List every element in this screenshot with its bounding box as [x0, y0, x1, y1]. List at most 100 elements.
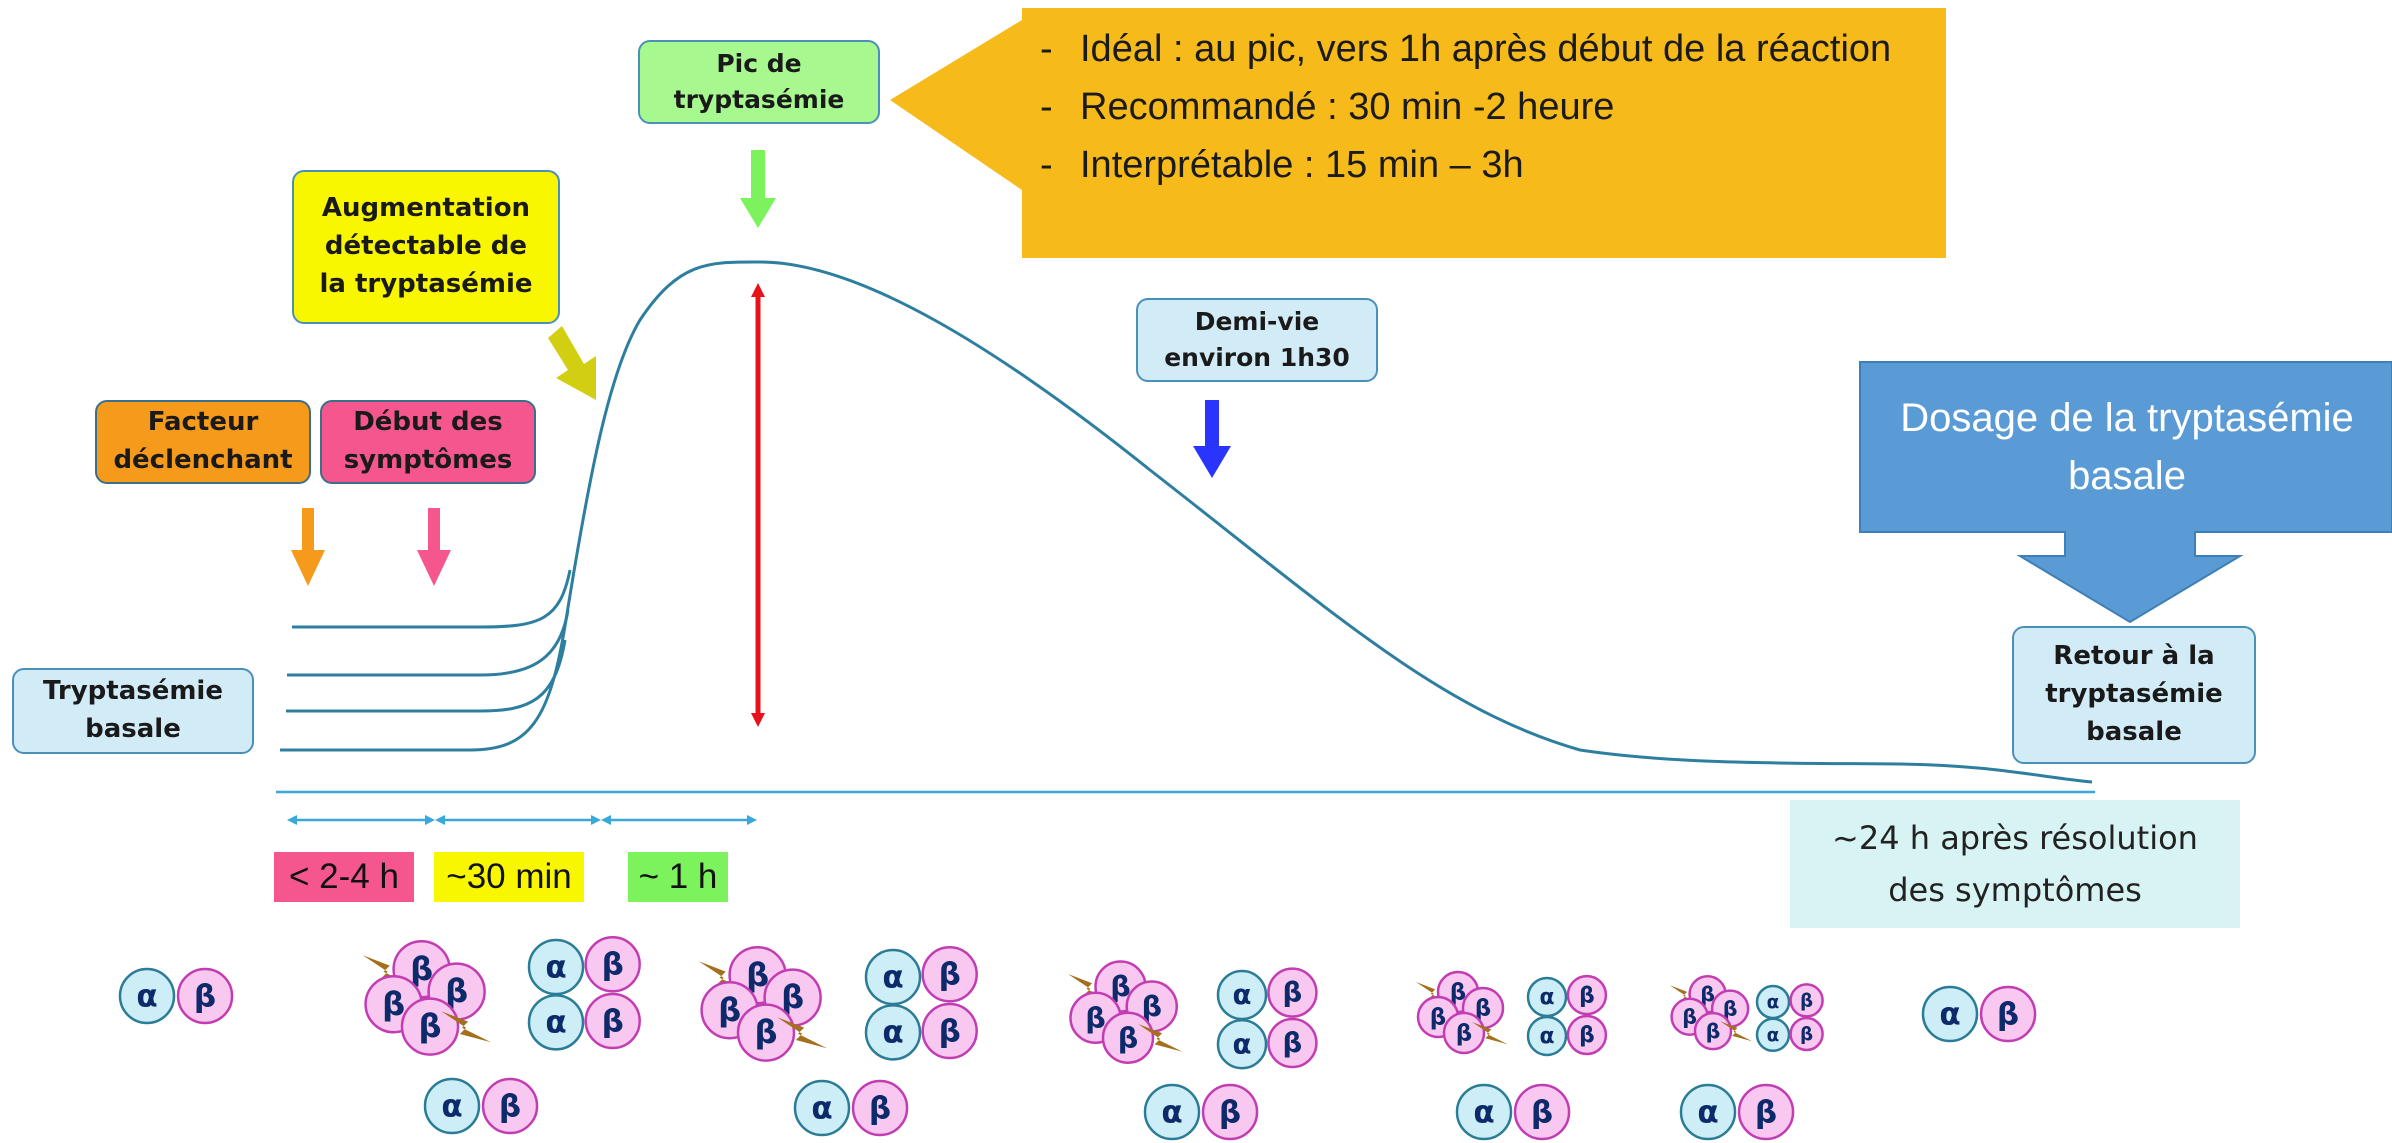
- svg-text:α: α: [1233, 978, 1252, 1011]
- svg-text:β: β: [746, 956, 769, 994]
- free-pair-7-alpha: α: [1921, 985, 1979, 1043]
- free-pair-4-beta: β: [1201, 1083, 1259, 1141]
- tetramer-1-a2: α: [527, 994, 585, 1051]
- free-pair-1-alpha: α: [118, 967, 176, 1025]
- demi-vie-box: Demi-vie environ 1h30: [1136, 298, 1378, 382]
- svg-text:α: α: [882, 1015, 903, 1051]
- svg-text:β: β: [1283, 976, 1303, 1009]
- after-line-2: des symptômes: [1888, 871, 2142, 909]
- debut-symptomes-box: Début des symptômes: [320, 400, 536, 484]
- svg-text:β: β: [499, 1088, 521, 1124]
- svg-text:β: β: [1706, 1019, 1721, 1043]
- free-pair-5-beta: β: [1513, 1083, 1571, 1141]
- svg-text:β: β: [781, 978, 804, 1016]
- svg-text:β: β: [1456, 1021, 1472, 1047]
- baseline-curve-1: [292, 569, 572, 629]
- tetramer-1-a1: α: [527, 938, 585, 996]
- free-pair-2-beta: β: [481, 1077, 539, 1135]
- svg-text:α: α: [1473, 1094, 1494, 1130]
- tetramer-1-b2: β: [584, 992, 641, 1050]
- tetramer-1-b1: β: [584, 936, 641, 993]
- svg-text:α: α: [1767, 992, 1780, 1013]
- callout-item-ideal: Idéal : au pic, vers 1h après début de l…: [1040, 20, 1940, 78]
- svg-text:β: β: [1531, 1094, 1553, 1130]
- svg-text:β: β: [602, 1003, 624, 1039]
- free-pair-1-beta: β: [176, 967, 234, 1025]
- svg-text:β: β: [1579, 1023, 1595, 1048]
- interval-label-3: ~ 1 h: [628, 852, 728, 902]
- dosage-basale-label: Dosage de la tryptasémie basale: [1862, 362, 2392, 532]
- svg-text:β: β: [1700, 982, 1715, 1006]
- svg-text:β: β: [1430, 1005, 1446, 1031]
- svg-text:β: β: [939, 957, 961, 993]
- callout-item-recommande: Recommandé : 30 min -2 heure: [1040, 78, 1940, 136]
- dosage-line-2: basale: [2068, 454, 2186, 498]
- svg-text:β: β: [1682, 1005, 1697, 1029]
- svg-text:β: β: [754, 1013, 777, 1051]
- cluster-5-bolt-1: [1669, 985, 1702, 1006]
- callout-item-interpretable: Interprétable : 15 min – 3h: [1040, 136, 1940, 194]
- svg-text:β: β: [418, 1007, 441, 1045]
- cluster-4-bolt-1: [1416, 982, 1452, 1005]
- svg-text:α: α: [1161, 1094, 1182, 1130]
- retour-basale-box: Retour à la tryptasémie basale: [2012, 626, 2256, 764]
- tetramer-3-a1: α: [1216, 969, 1268, 1021]
- svg-text:α: α: [1767, 1025, 1780, 1046]
- cluster-3-b4: β: [1101, 1011, 1155, 1064]
- cluster-1-bolt-1: [362, 955, 413, 987]
- tetramer-4-a1: α: [1526, 976, 1568, 1018]
- tetramer-3-a2: α: [1216, 1018, 1268, 1070]
- svg-text:α: α: [1233, 1027, 1252, 1060]
- interval-label-2: ~30 min: [434, 852, 584, 902]
- svg-text:β: β: [410, 950, 433, 988]
- svg-text:α: α: [136, 978, 157, 1014]
- svg-text:α: α: [545, 949, 566, 985]
- facteur-declenchant-box: Facteur déclenchant: [95, 400, 311, 484]
- tetramer-2-b1: β: [921, 946, 978, 1003]
- svg-text:α: α: [882, 959, 903, 995]
- orange-down-arrow: [291, 508, 325, 586]
- svg-text:α: α: [811, 1090, 832, 1126]
- tetramer-4-b2: β: [1566, 1014, 1608, 1056]
- after-resolution-label: ~24 h après résolution des symptômes: [1790, 800, 2240, 928]
- tetramer-2-a1: α: [864, 948, 922, 1006]
- free-pair-2-alpha: α: [423, 1077, 481, 1135]
- augmentation-box: Augmentation détectable de la tryptasémi…: [292, 170, 560, 324]
- tetramer-4-a2: α: [1526, 1015, 1568, 1057]
- svg-text:β: β: [1755, 1094, 1777, 1130]
- pink-down-arrow: [417, 508, 451, 586]
- svg-text:α: α: [1539, 1024, 1554, 1049]
- svg-text:β: β: [1110, 969, 1131, 1003]
- svg-text:β: β: [939, 1013, 961, 1049]
- cluster-1-b4: β: [400, 997, 460, 1056]
- cluster-3-bolt-1: [1068, 974, 1113, 1002]
- tetramer-5-b2: β: [1789, 1016, 1824, 1052]
- cluster-3-bolt-2: [1138, 1024, 1183, 1052]
- green-down-arrow: [740, 150, 776, 228]
- cluster-2-b4: β: [736, 1003, 796, 1062]
- svg-text:β: β: [1475, 996, 1491, 1022]
- free-pair-3-beta: β: [851, 1079, 909, 1137]
- yellow-diagonal-arrow: [548, 326, 596, 400]
- svg-text:α: α: [441, 1088, 462, 1124]
- cluster-1-bolt-2: [441, 1011, 491, 1043]
- svg-text:β: β: [602, 947, 624, 983]
- free-pair-6-beta: β: [1737, 1083, 1795, 1141]
- dosage-arrow: [1859, 361, 2392, 624]
- svg-text:α: α: [1939, 996, 1960, 1032]
- main-tryptase-curve: [280, 260, 2093, 784]
- svg-text:β: β: [382, 985, 405, 1023]
- svg-text:β: β: [1800, 1024, 1813, 1045]
- interval-label-1: < 2-4 h: [274, 852, 414, 902]
- dosage-line-1: Dosage de la tryptasémie: [1900, 396, 2354, 440]
- svg-text:β: β: [1579, 983, 1595, 1008]
- cluster-4-bolt-2: [1472, 1022, 1508, 1045]
- tetramer-2-b2: β: [921, 1002, 978, 1060]
- blue-down-arrow: [1193, 400, 1231, 478]
- svg-text:β: β: [718, 991, 741, 1029]
- tetramer-5-a1: α: [1755, 984, 1791, 1020]
- cluster-4-b4: β: [1442, 1011, 1486, 1055]
- svg-text:β: β: [1141, 989, 1162, 1023]
- after-line-1: ~24 h après résolution: [1832, 819, 2198, 857]
